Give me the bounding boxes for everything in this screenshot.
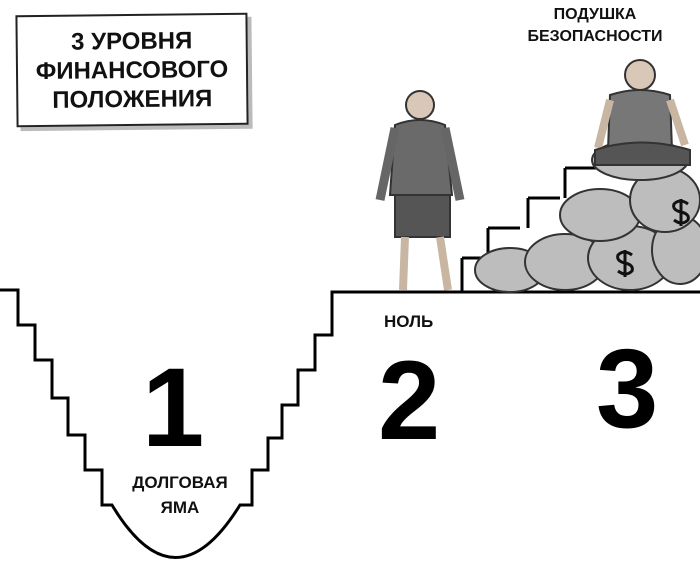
level-1-number: 1 — [142, 345, 205, 470]
title-line-2: ФИНАНСОВОГО — [35, 55, 229, 85]
level-3-label: ПОДУШКА БЕЗОПАСНОСТИ — [492, 4, 698, 48]
title-line-3: ПОЛОЖЕНИЯ — [52, 84, 213, 114]
level-1-label-line-1: ДОЛГОВАЯ — [132, 473, 228, 492]
level-3-label-line-1: ПОДУШКА — [553, 6, 637, 23]
person-safety — [594, 59, 691, 166]
safety-stairs — [460, 166, 598, 292]
title-box: 3 УРОВНЯ ФИНАНСОВОГО ПОЛОЖЕНИЯ — [15, 12, 249, 128]
level-2-number: 2 — [378, 338, 441, 463]
level-3-number: 3 — [596, 326, 659, 451]
person-zero — [375, 90, 465, 291]
title-line-1: 3 УРОВНЯ — [70, 26, 193, 56]
level-3-label-line-2: БЕЗОПАСНОСТИ — [527, 28, 663, 45]
dollar-sign-icons — [616, 199, 690, 277]
level-1-label-line-2: ЯМА — [160, 498, 200, 517]
debt-pit-stairs — [0, 288, 700, 559]
level-1-label: ДОЛГОВАЯ ЯМА — [110, 470, 250, 520]
level-2-label: НОЛЬ — [384, 312, 434, 331]
